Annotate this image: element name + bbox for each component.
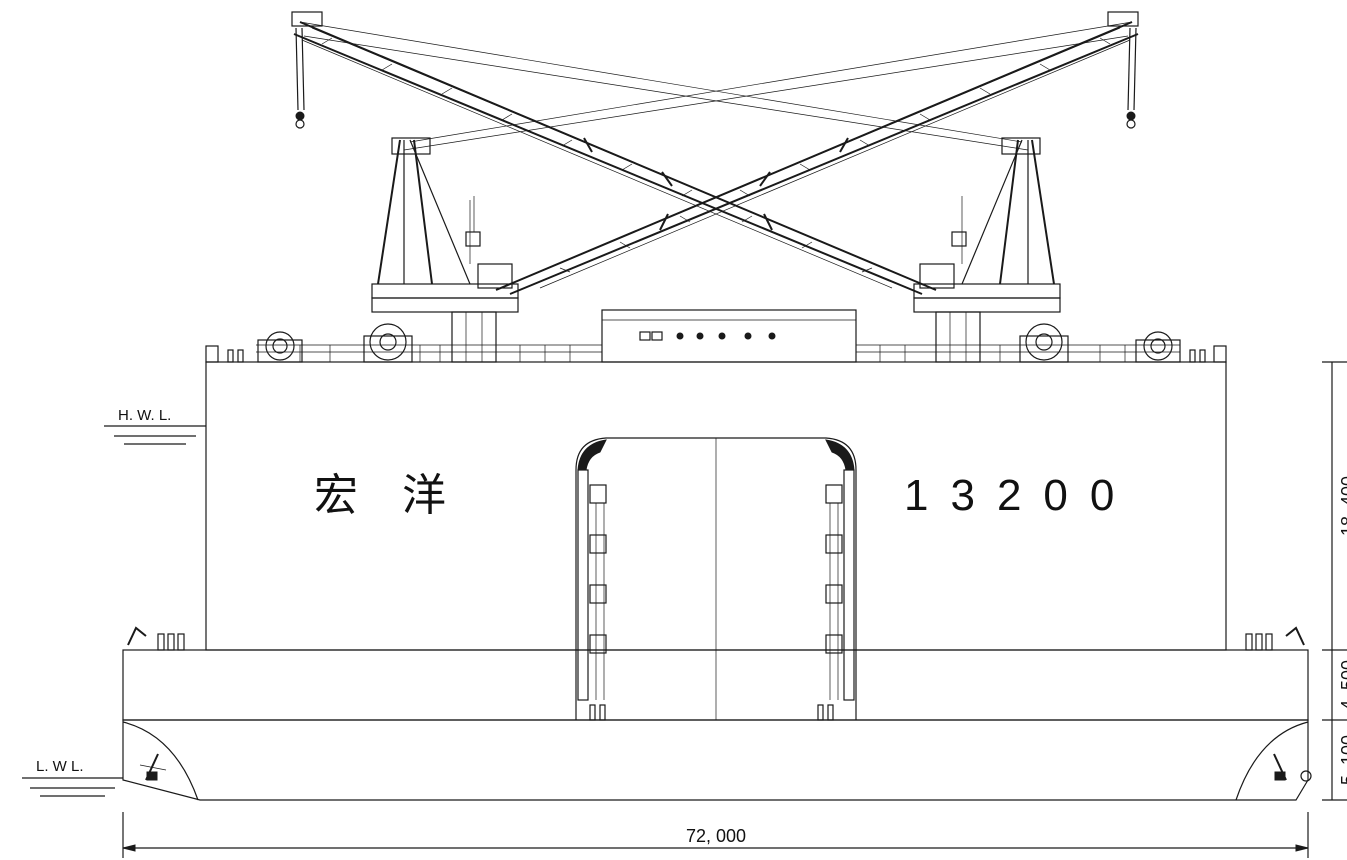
central-opening	[575, 437, 857, 721]
winch-left-inner	[363, 323, 413, 363]
length-dimension: 72, 000	[122, 812, 1309, 858]
step-deck-fittings-left	[127, 626, 185, 651]
height-total-label: 18, 400	[1338, 476, 1347, 536]
railing-posts-right	[879, 345, 1126, 362]
height-low-label: 5, 100	[1338, 735, 1347, 785]
winch-right-inner	[1019, 323, 1069, 363]
anchor-stern	[1273, 753, 1312, 782]
hull	[122, 361, 1312, 801]
height-mid-label: 4, 500	[1338, 660, 1347, 710]
anchor-bow	[139, 753, 167, 781]
length-dimension-label: 72, 000	[686, 826, 746, 846]
hwl-label: H. W. L.	[118, 407, 171, 424]
crane-left-pedestal	[451, 311, 497, 363]
crane-left-cab	[477, 263, 513, 289]
step-deck-fittings-right	[1245, 626, 1305, 651]
winch-right-outer	[1135, 331, 1181, 363]
ladder-right	[825, 469, 855, 701]
hull-step-body	[122, 649, 1309, 721]
hull-number: 13200	[904, 471, 1136, 520]
hull-name: 宏 洋	[314, 470, 446, 521]
ladder-left	[577, 469, 607, 701]
railing-posts-left	[299, 345, 571, 362]
deck-house	[601, 309, 857, 363]
crane-right-cab	[919, 263, 955, 289]
lwl-label: L. W L.	[36, 758, 84, 775]
low-water-level-mark: L. W L.	[22, 758, 123, 797]
crane-right-pedestal	[935, 311, 981, 363]
deck-structures	[205, 309, 1227, 363]
crane-right	[291, 11, 1061, 363]
crane-left	[371, 11, 1139, 363]
winch-left-outer	[257, 331, 303, 363]
height-dimensions: 18, 400 4, 500 5, 100	[1322, 361, 1347, 801]
hull-bottom-pontoon	[122, 719, 1309, 801]
stern-curve	[1235, 721, 1309, 801]
high-water-level-mark: H. W. L.	[104, 407, 206, 445]
bow-curve	[122, 721, 199, 801]
